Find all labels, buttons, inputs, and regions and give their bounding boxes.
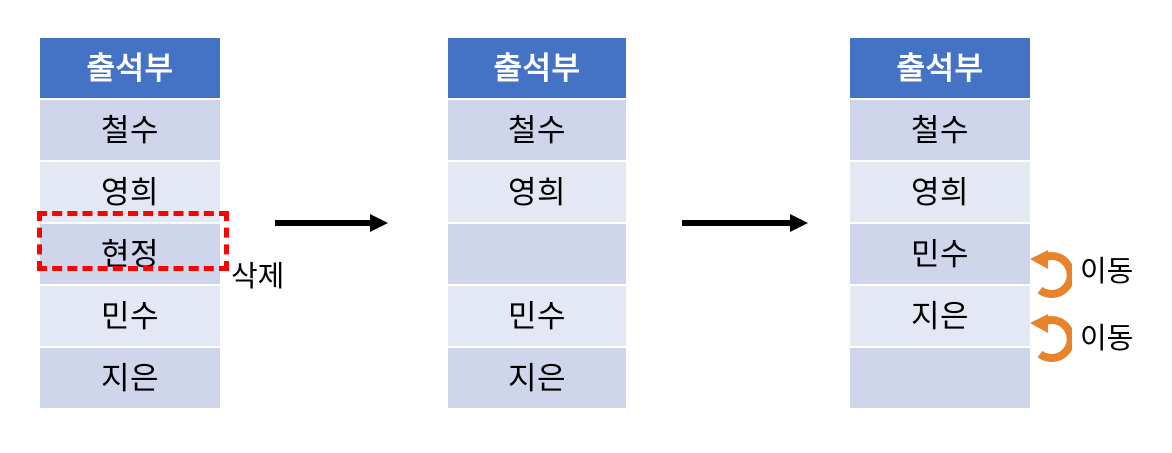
table-row: 민수 [448,286,626,346]
arrow-head [370,214,388,232]
table-row: 지은 [448,348,626,408]
table-row: 지은 [40,348,220,408]
table-row: 민수 [40,286,220,346]
table-row-empty [850,348,1030,408]
attendance-table-after-shift: 출석부 철수 영희 민수 지은 [850,38,1030,408]
delete-annotation-label: 삭제 [231,261,285,293]
arrow-shaft [682,220,792,226]
table-row: 철수 [850,100,1030,160]
table-header-cell: 출석부 [850,38,1030,98]
table-row: 민수 [850,224,1030,284]
attendance-table-before-delete: 출석부 철수 영희 현정 민수 지은 [37,38,229,408]
arrow-right-icon [275,210,390,236]
move-annotation-label-1: 이동 [1080,256,1134,288]
table-row-marked-for-deletion: 현정 [37,211,229,284]
table-row: 철수 [448,100,626,160]
curved-arrow-up-icon [1028,312,1072,366]
arrow-shaft [275,220,372,226]
attendance-table-after-delete: 출석부 철수 영희 민수 지은 [448,38,626,408]
curved-arrow-up-icon [1028,248,1072,302]
table-row-label: 현정 [100,236,160,272]
table-row: 철수 [40,100,220,160]
table-row: 영희 [40,162,220,222]
arrow-head [790,214,808,232]
table-header-cell: 출석부 [448,38,626,98]
table-row: 영희 [850,162,1030,222]
move-annotation-label-2: 이동 [1080,323,1134,355]
table-header-cell: 출석부 [40,38,220,98]
table-row-empty [448,224,626,284]
table-row: 지은 [850,286,1030,346]
arrow-right-icon [682,210,810,236]
table-row: 영희 [448,162,626,222]
